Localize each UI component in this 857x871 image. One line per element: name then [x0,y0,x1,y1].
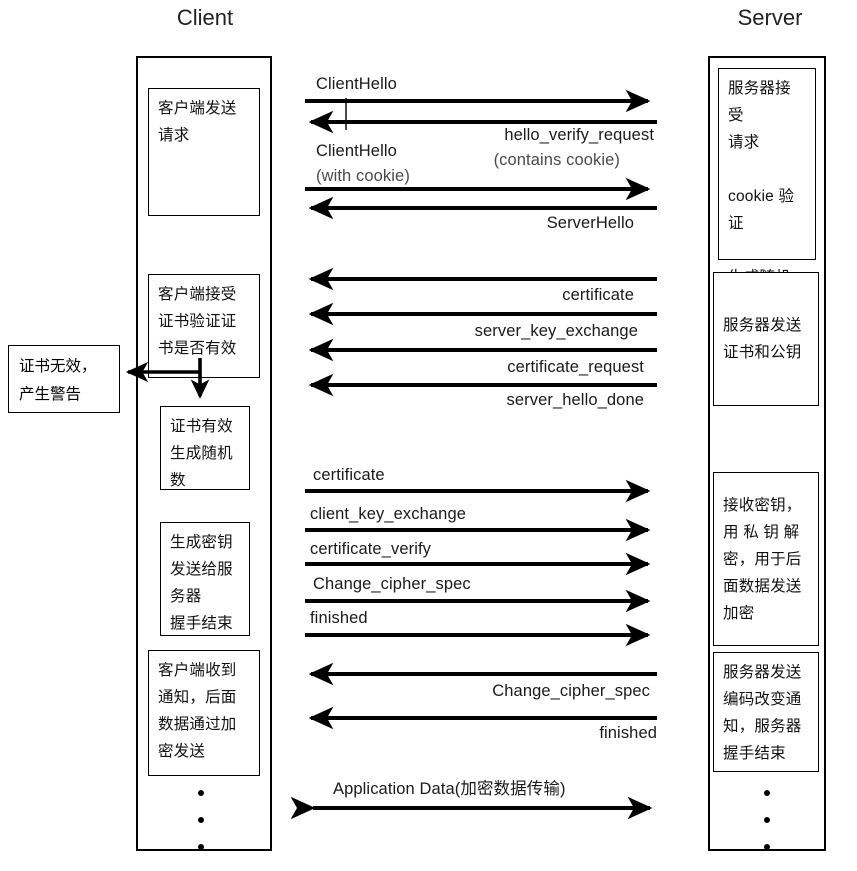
label-clienthello-1: ClientHello [316,75,397,93]
label-application-data: Application Data(加密数据传输) [333,780,566,798]
label-server-key-exchange: server_key_exchange [474,322,638,340]
server-box-change-cipher: 服务器发送 编码改变通 知，服务器 握手结束 [713,652,819,772]
label-certificate-verify: certificate_verify [310,540,432,558]
label-clienthello-2-sub: (with cookie) [316,167,410,185]
ellipsis-dot [764,844,770,850]
label-clienthello-2: ClientHello [316,142,397,160]
ellipsis-dot [198,817,204,823]
client-box-notified: 客户端收到 通知，后面 数据通过加 密发送 [148,650,260,776]
label-certificate-server: certificate [562,286,634,304]
ellipsis-dot [198,844,204,850]
server-box-send-cert: 服务器发送 证书和公钥 [713,272,819,406]
label-hello-verify-request: hello_verify_request [504,126,654,144]
client-box-cert-valid: 证书有效 生成随机 数 [160,406,250,490]
ellipsis-dot [764,790,770,796]
ellipsis-dot [198,790,204,796]
label-certificate-client: certificate [313,466,385,484]
label-server-hello-done: server_hello_done [506,391,644,409]
label-change-cipher-spec-client: Change_cipher_spec [313,575,471,593]
label-certificate-request: certificate_request [507,358,644,376]
server-box-accept-request: 服务器接受 请求 cookie 验证 生成随机的 session ID [718,68,816,340]
server-ellipsis [762,790,772,871]
client-box-request: 客户端发送 请求 [148,88,260,216]
label-client-key-exchange: client_key_exchange [310,505,467,523]
label-hello-verify-request-sub: (contains cookie) [493,151,620,169]
client-box-verify-cert: 客户端接受 证书验证证 书是否有效 [148,274,260,378]
server-box-decrypt-key: 接收密钥， 用 私 钥 解 密，用于后 面数据发送 加密 [713,472,819,646]
cert-invalid-alert-box: 证书无效， 产生警告 [8,345,120,413]
label-finished-client: finished [310,609,368,627]
label-finished-server: finished [599,724,657,742]
client-column-title: Client [176,5,234,30]
label-serverhello: ServerHello [546,214,634,232]
server-column-title: Server [737,5,803,30]
ellipsis-dot [764,817,770,823]
client-box-gen-key: 生成密钥 发送给服 务器 握手结束 [160,522,250,636]
label-change-cipher-spec-server: Change_cipher_spec [492,682,650,700]
client-ellipsis [196,790,206,871]
